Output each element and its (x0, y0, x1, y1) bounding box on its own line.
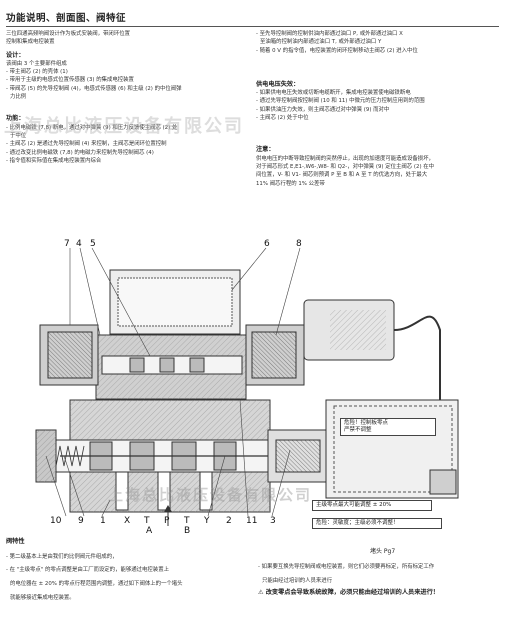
note-line: 11% 阀芯行程的 1% 公差带 (256, 180, 325, 187)
function-line: - 指令值和实际值在集成电控装置内综合 (6, 157, 102, 164)
position-sensor-coil (275, 439, 321, 473)
power-line: - 如果供电电压失效或切断电缆断开，集成电控装置使电磁铁断电 (256, 90, 411, 97)
callout-2: 2 (226, 516, 232, 526)
page-title: 功能说明、剖面图、阀特征 (6, 13, 127, 24)
function-line: 于中位 (10, 132, 27, 139)
electronics-module-frame (333, 405, 453, 493)
callout-3: 3 (270, 516, 276, 526)
note-title: 注意： (256, 146, 275, 154)
design-line: - 带用于主级的电感式位置传感器 (3) 的集成电控装置 (6, 77, 134, 84)
function-line: - 通过改变比例电磁铁 (7,8) 的电磁力来控制先导控制阀芯 (4) (6, 149, 154, 156)
calibration-line: - 如果要互换先导控制阀或电控装置，则它们必须要再标定，所有标定工作 (258, 564, 435, 571)
callout-Y: Y (204, 516, 210, 526)
pilot-spool-land (159, 357, 175, 373)
callout-1: 1 (100, 516, 106, 526)
zero-change-warning: ⚠ 改变零点会导致系统故障，必须只能由经过培训的人员来进行！ (258, 589, 439, 596)
connector-plug-hatch (330, 310, 386, 350)
function-title: 功能： (6, 115, 25, 123)
note-line: 间位置，V- 和 V1- 阀芯则预调 P 至 B 和 A 至 T 的优选方向，处… (256, 172, 428, 179)
characteristics-line: - 第二级基本上是由我们的比例阀元件组成的， (6, 553, 118, 560)
callout-6: 6 (264, 239, 270, 249)
callout-4: 4 (76, 239, 82, 249)
right-column: - 至先导控制阀的控制供油内部通过油口 P, 或外部通过油口 X 至油箱的控制油… (256, 30, 500, 188)
callout-11: 11 (246, 516, 258, 526)
callout-B: B (184, 526, 191, 536)
calibration-line: 只能由经过培训的人员来进行 (262, 578, 333, 585)
port-channel (157, 471, 171, 511)
right-top-line: - 至先导控制阀的控制供油内部通过油口 P, 或外部通过油口 X (256, 31, 403, 37)
callout-10: 10 (50, 516, 62, 526)
header: 功能说明、剖面图、阀特征 (0, 6, 505, 28)
power-line: - 通过先导控制阀按控制阀 (10 和 11) 中微元的压力控制应用到的范围 (256, 98, 425, 105)
intro-line: 三位四通高频响阀设计作为板式安装阀，带闭环位置 (6, 31, 130, 37)
note-line: 供电电压的中断导致控制阀的突然停止，出现的加速度可能造成设备损坏， (256, 155, 434, 162)
callout-P: P (164, 516, 170, 526)
right-top-line: 至油箱的控制油内部通过油口 T, 或外部通过油口 Y (260, 39, 382, 46)
left-column: 三位四通高频响阀设计作为板式安装阀，带闭环位置 控制和集成电控装置 设计： 该阀… (6, 30, 246, 165)
function-line: - 比例电磁铁 (7,8) 断电，通过对中弹簧 (9) 和压力反馈使主阀芯 (2… (6, 124, 178, 131)
design-title: 设计： (6, 51, 25, 59)
zero-adjust-box: 主级零点最大可能调整 ± 20% (312, 500, 432, 511)
solenoid-left-coil (47, 331, 93, 379)
function-line: - 主阀芯 (2) 是通过先导控制阀 (4) 来控制，主阀芯是闭环位置控制 (6, 141, 167, 148)
callout-7: 7 (64, 239, 70, 249)
electronics-board (117, 277, 233, 327)
design-line: - 带阀芯 (5) 的先导控制阀 (4)，电感式传感器 (6) 和主级 (2) … (6, 85, 182, 92)
danger-sensitivity-box: 危险：灵敏度；主级必须不调整！ (312, 518, 442, 529)
cable-gland (429, 469, 457, 495)
callout-T: T (144, 516, 150, 526)
callout-T2: T (184, 516, 190, 526)
design-line: 力比例 (10, 94, 27, 101)
danger-zero-label: 危险！控制板零点 (344, 420, 389, 426)
power-title: 供电电压失效： (256, 80, 300, 88)
characteristics-title: 阀特性 (6, 538, 25, 546)
header-rule (6, 26, 499, 27)
centering-spring (51, 445, 85, 467)
characteristics-section: 阀特性 - 第二级基本上是由我们的比例阀元件组成的， - 在 "主级零点" 的零… (6, 532, 251, 607)
design-line: - 带主阀芯 (2) 的壳体 (1) (6, 69, 68, 76)
characteristics-line: - 在 "主级零点" 的零点调整是由工厂而设定的，能够通过电控装置上 (6, 567, 169, 574)
callout-8: 8 (296, 239, 302, 249)
characteristics-line: 的电位器在 ± 20% 的零点行程范围内调整，通过如下阀体上的一个堵头 (10, 581, 183, 588)
danger-zero-sub: 严禁不调整 (344, 427, 372, 433)
characteristics-line: 就能够接近集成电控装置。 (10, 594, 75, 601)
callout-9: 9 (78, 516, 84, 526)
pilot-spool-land (129, 357, 145, 373)
right-top-line: - 随着 0 V 的指令值，电控装置的闭环控制移动主阀芯 (2) 进入中位 (256, 47, 418, 54)
danger-zero-box: 危险！控制板零点 严禁不调整 (340, 418, 436, 436)
sensor-cable (393, 315, 441, 440)
callout-A: A (146, 526, 153, 536)
power-line: - 如果供油压力失效，则主阀芯通过对中弹簧 (9) 而对中 (256, 106, 390, 113)
power-line: - 主阀芯 (2) 处于中位 (256, 115, 309, 122)
port-channel (199, 471, 213, 511)
callout-5: 5 (90, 239, 96, 249)
cable-gland-label: 堵头 Pg7 (370, 548, 396, 555)
calibration-note: - 如果要互换先导控制阀或电控装置，则它们必须要再标定，所有标定工作 只能由经过… (258, 558, 498, 591)
intro-line: 控制和集成电控装置 (6, 39, 55, 46)
callout-X: X (124, 516, 131, 526)
note-line: 对于阀芯形式 E,E1-,W6-,W8- 和 Q2-，对中弹簧 (9) 定位主阀… (256, 163, 435, 170)
solenoid-right-coil (251, 331, 297, 379)
design-line: 该阀由 3 个主要部件组成 (6, 60, 67, 67)
port-channel (115, 471, 129, 511)
pilot-spool-land (189, 357, 205, 373)
